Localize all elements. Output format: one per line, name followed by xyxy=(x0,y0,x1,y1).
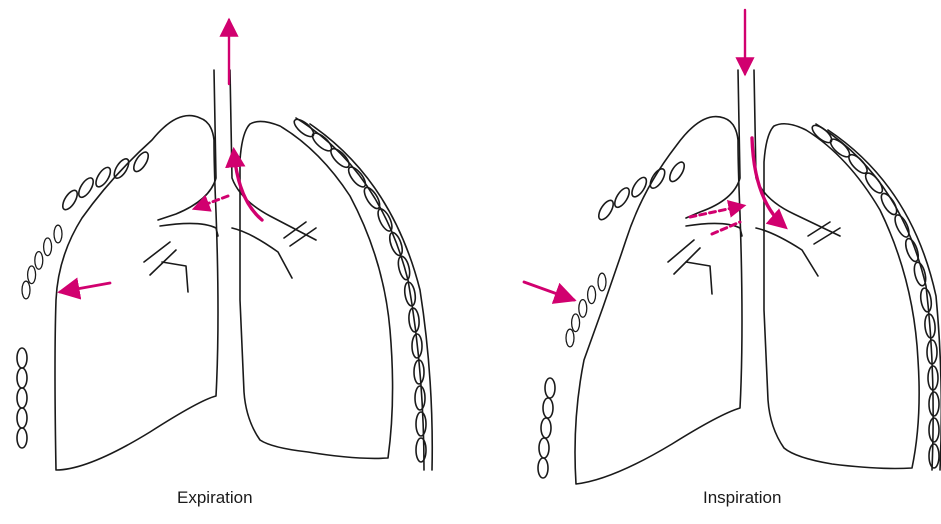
expiration-label: Expiration xyxy=(177,488,253,508)
inspiration-label: Inspiration xyxy=(703,488,781,508)
lung-outline xyxy=(575,117,742,484)
trachea xyxy=(158,70,316,240)
bronchus-flow-arrow xyxy=(234,152,262,220)
rib-chain xyxy=(538,139,687,478)
airflow-arrows xyxy=(524,10,784,300)
rib-chain xyxy=(810,122,941,470)
bronchus-flow-arrow xyxy=(690,206,742,217)
trachea xyxy=(686,70,840,236)
bronchus-flow-arrow xyxy=(196,196,228,208)
bronchi xyxy=(144,222,316,292)
chest-wall-arrow xyxy=(60,283,110,292)
lung-outline xyxy=(55,116,218,470)
inspiration-panel xyxy=(538,70,941,484)
chest-wall-arrow xyxy=(524,282,574,300)
lung-outline xyxy=(240,121,393,458)
bronchus-flow-arrow xyxy=(752,138,784,226)
lung-outline xyxy=(764,124,919,469)
rib-chain xyxy=(292,116,433,470)
bronchi xyxy=(668,222,840,294)
expiration-panel xyxy=(17,70,432,470)
